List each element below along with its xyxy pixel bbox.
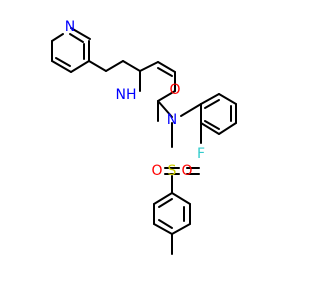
sulfonyl-group: O S O — [151, 163, 200, 194]
tolyl-ring — [153, 192, 191, 255]
sulfonamide-core: N — [157, 100, 177, 148]
fluorine-label: F — [197, 146, 205, 162]
sulfonamide-nitrogen-label: N — [167, 112, 177, 128]
molecule-structure: N NH O N F — [51, 19, 237, 255]
amide-linker: NH O — [88, 60, 181, 103]
sulfur-label: S — [168, 163, 177, 179]
sulfonyl-oxygen-left-label: O — [151, 163, 162, 179]
pyridine-nitrogen-label: N — [65, 19, 75, 35]
pyridine-ring: N — [51, 19, 91, 73]
fluorophenyl-ring: F — [180, 93, 237, 162]
sulfonyl-oxygen-right-label: O — [181, 163, 192, 179]
carbonyl-oxygen-label: O — [169, 82, 180, 98]
amide-nh-label: NH — [116, 87, 137, 103]
